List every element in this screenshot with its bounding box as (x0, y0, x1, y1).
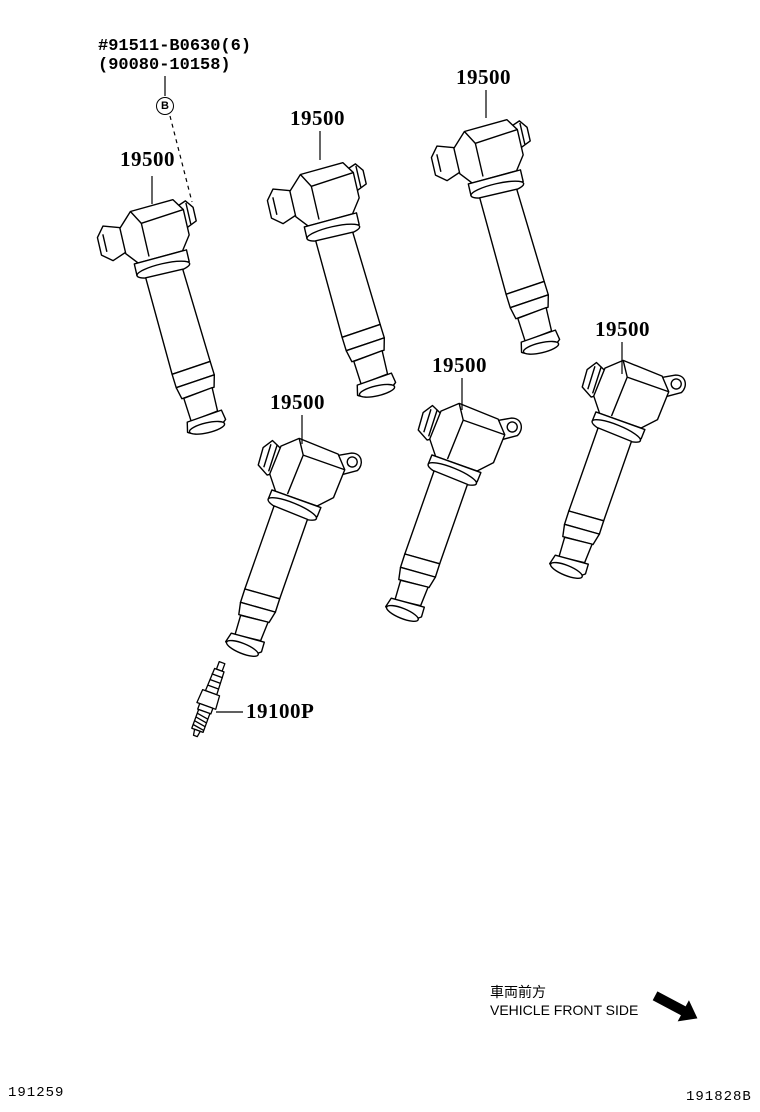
bolt-marker-b: B (156, 97, 174, 115)
ignition-coil-1 (92, 194, 244, 448)
diagram-code-left: 191259 (8, 1085, 65, 1101)
part-label-coil-4: 19500 (270, 390, 325, 414)
leader-lines (152, 76, 622, 712)
part-label-spark-plug: 19100P (246, 699, 315, 723)
ignition-coil-4 (187, 420, 365, 670)
ignition-coil-2 (262, 157, 414, 411)
spark-plug (186, 659, 231, 739)
ignition-coil-6 (511, 342, 689, 592)
part-label-coil-6: 19500 (595, 317, 650, 341)
part-label-coil-1: 19500 (120, 147, 175, 171)
bolt-part-number: #91511-B0630(6) (98, 37, 252, 56)
part-label-coil-2: 19500 (290, 106, 345, 130)
vehicle-front-arrow-icon (652, 991, 698, 1022)
part-label-coil-5: 19500 (432, 353, 487, 377)
diagram-code-right: 191828B (686, 1089, 752, 1105)
part-label-coil-3: 19500 (456, 65, 511, 89)
vehicle-front-english: VEHICLE FRONT SIDE (490, 1002, 639, 1018)
ignition-coil-3 (426, 114, 578, 368)
ignition-coil-5 (347, 385, 525, 635)
bolt-alt-part-number: (90080-10158) (98, 56, 231, 75)
vehicle-front-japanese: 車両前方 (490, 984, 546, 1000)
